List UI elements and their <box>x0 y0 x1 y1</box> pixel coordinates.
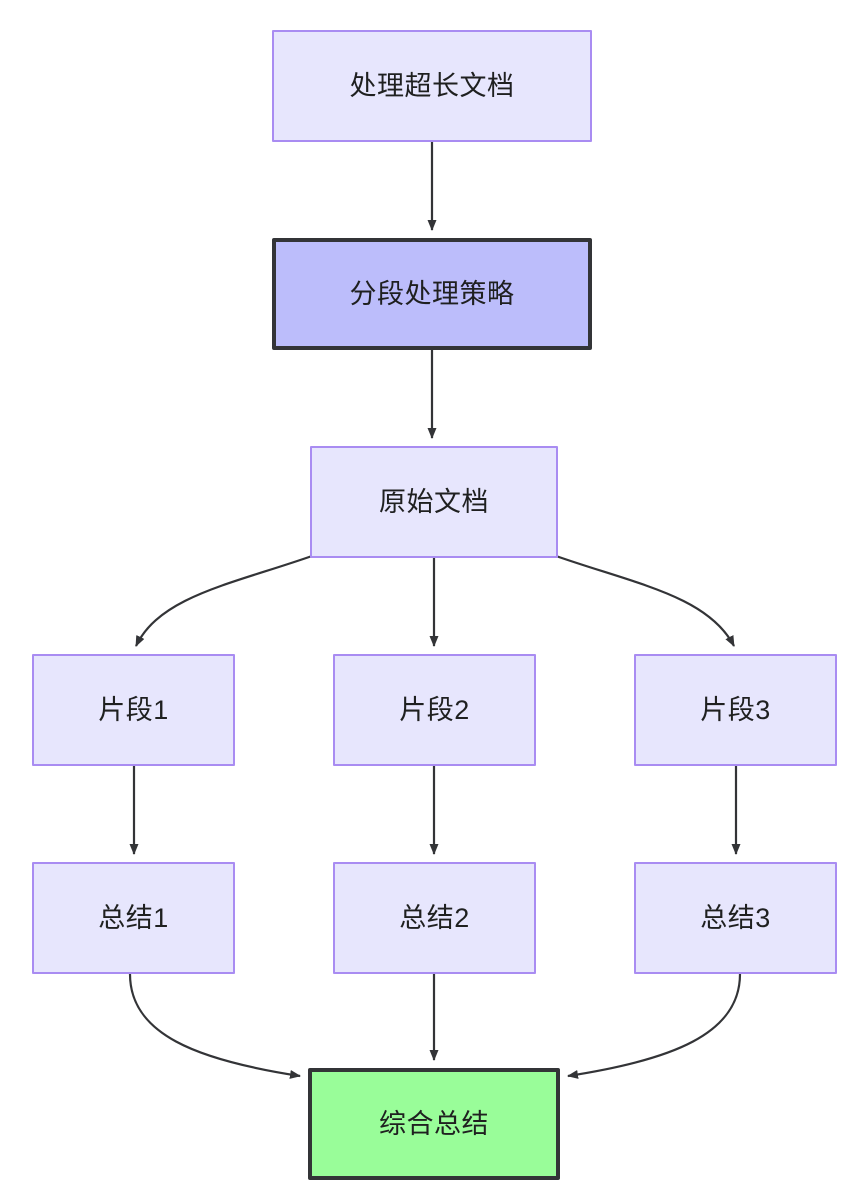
node-label-original-doc: 原始文档 <box>379 486 489 517</box>
node-label-fragment-2: 片段2 <box>399 694 470 725</box>
node-summary-1[interactable]: 总结1 <box>32 862 235 974</box>
node-fragment-1[interactable]: 片段1 <box>32 654 235 766</box>
edge-original-doc-to-fragment-1 <box>135 554 313 647</box>
node-chunk-strategy[interactable]: 分段处理策略 <box>272 238 592 350</box>
node-original-doc[interactable]: 原始文档 <box>310 446 558 558</box>
node-summary-3[interactable]: 总结3 <box>634 862 837 974</box>
edge-summary-1-to-final-summary <box>128 973 301 1079</box>
node-fragment-3[interactable]: 片段3 <box>634 654 837 766</box>
node-label-summary-3: 总结3 <box>700 902 771 933</box>
node-summary-2[interactable]: 总结2 <box>333 862 536 974</box>
node-process-long-doc[interactable]: 处理超长文档 <box>272 30 592 142</box>
node-label-summary-1: 总结1 <box>98 902 169 933</box>
node-label-process-long-doc: 处理超长文档 <box>349 70 515 101</box>
node-label-fragment-1: 片段1 <box>98 694 169 725</box>
edge-summary-3-to-final-summary <box>567 973 742 1079</box>
edge-original-doc-to-fragment-3 <box>555 554 735 647</box>
node-label-summary-2: 总结2 <box>399 902 470 933</box>
node-final-summary[interactable]: 综合总结 <box>308 1068 560 1180</box>
node-label-fragment-3: 片段3 <box>700 694 771 725</box>
node-label-final-summary: 综合总结 <box>379 1108 489 1139</box>
node-label-chunk-strategy: 分段处理策略 <box>349 278 515 309</box>
node-fragment-2[interactable]: 片段2 <box>333 654 536 766</box>
